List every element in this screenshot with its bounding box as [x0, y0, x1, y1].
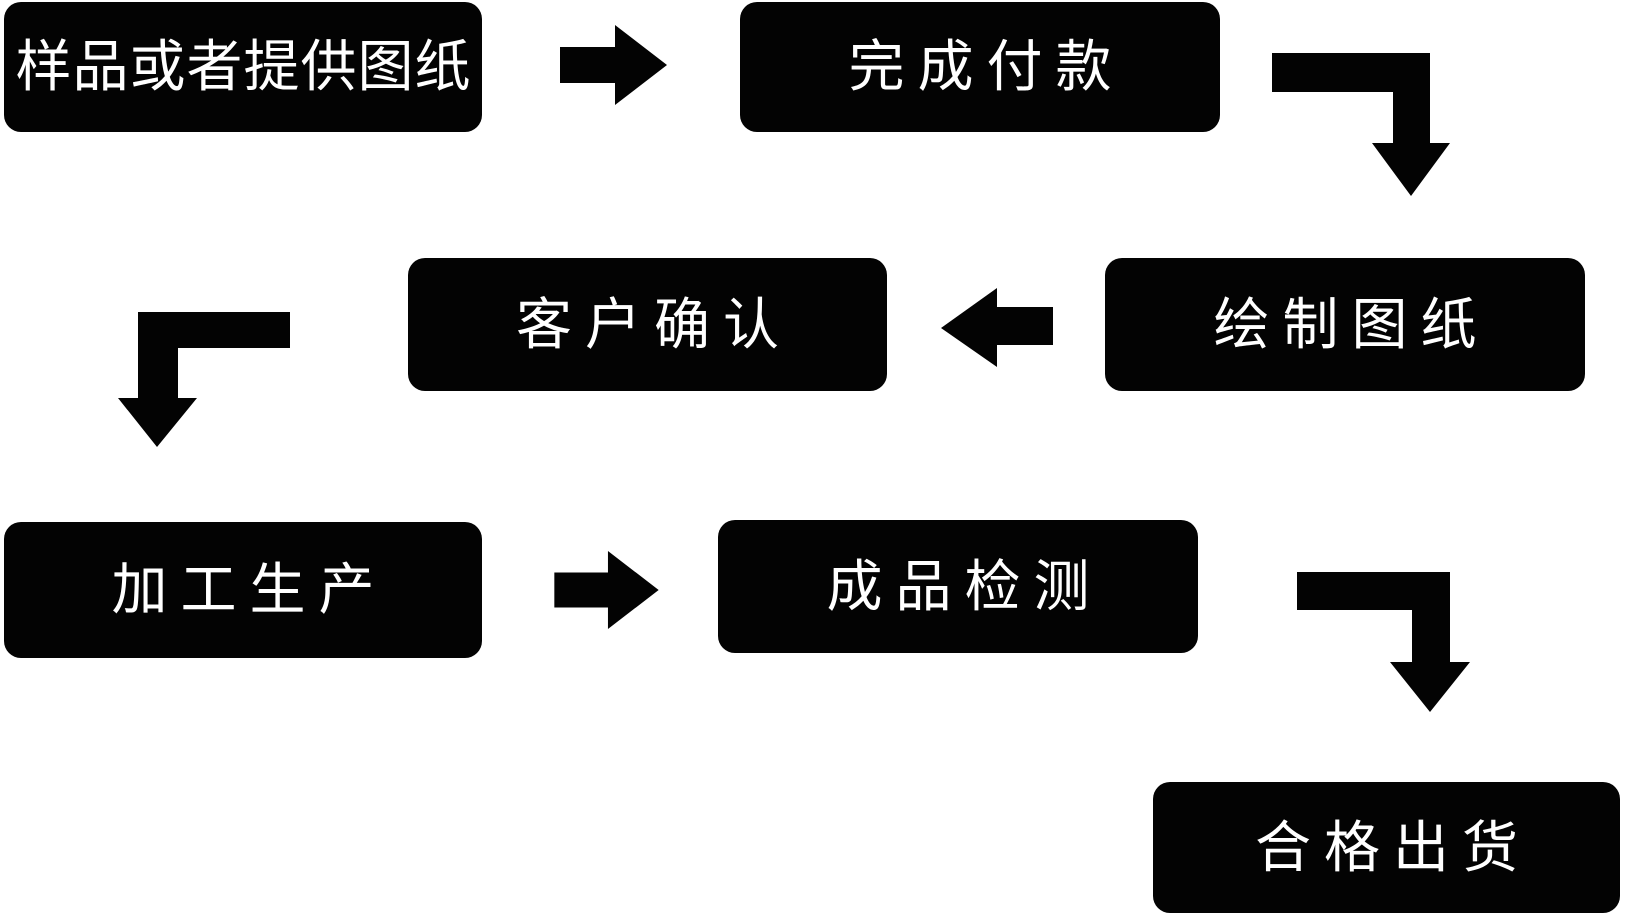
flow-node-label: 完成付款 [848, 35, 1125, 98]
flow-node-draw-drawings: 绘制图纸 [1105, 258, 1585, 391]
flow-node-label: 样品或者提供图纸 [15, 35, 472, 98]
flow-node-complete-payment: 完成付款 [740, 2, 1220, 132]
flow-node-processing-production: 加工生产 [4, 522, 482, 658]
flow-node-customer-confirmation: 客户确认 [408, 258, 887, 391]
flow-node-label: 成品检测 [826, 554, 1103, 618]
flow-node-qualified-shipment: 合格出货 [1153, 782, 1620, 913]
flow-node-finished-product-inspection: 成品检测 [718, 520, 1198, 653]
arrow-elbow-left-down-icon [118, 312, 290, 447]
arrow-left-icon [941, 288, 1053, 367]
flow-node-label: 绘制图纸 [1213, 292, 1490, 356]
flow-node-label: 加工生产 [111, 558, 388, 621]
arrow-elbow-right-down-icon [1297, 572, 1470, 712]
flow-node-label: 客户确认 [516, 292, 792, 356]
arrow-elbow-right-down-icon [1272, 53, 1450, 196]
arrow-right-icon [554, 551, 659, 629]
flow-node-sample-or-provide-drawings: 样品或者提供图纸 [4, 2, 482, 132]
arrow-right-icon [560, 25, 667, 105]
flow-node-label: 合格出货 [1255, 815, 1531, 879]
